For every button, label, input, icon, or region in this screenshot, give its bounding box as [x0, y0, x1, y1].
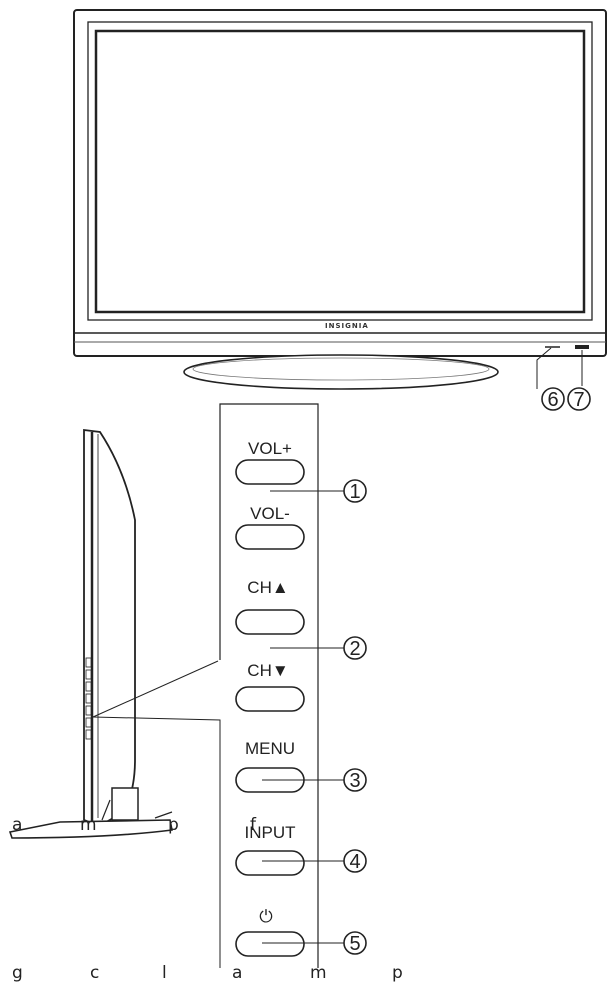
- side-button: [85, 669, 92, 680]
- ch-down-label: CH▼: [247, 661, 288, 680]
- panel-outline: [219, 403, 319, 968]
- stray-letter: a: [232, 963, 242, 983]
- stand-base-inner: [192, 357, 490, 381]
- ch-up-label: CH▲: [247, 578, 288, 597]
- stray-letter: m: [310, 963, 327, 983]
- callout-5-circle: [343, 931, 367, 955]
- tv-screen: [94, 29, 586, 314]
- leader-6: [536, 347, 552, 389]
- stray-letter: f: [250, 815, 257, 835]
- input-button[interactable]: [235, 850, 305, 876]
- stand-base: [183, 354, 499, 390]
- callouts: 1 2 3 4 5: [262, 479, 367, 955]
- callout-3-circle: [343, 768, 367, 792]
- side-neck: [111, 787, 139, 821]
- callout-6-number: 6: [547, 389, 558, 411]
- side-neck-link: [101, 799, 111, 821]
- side-base-line: [154, 811, 173, 819]
- callout-5-number: 5: [349, 933, 360, 955]
- vol-up-label: VOL+: [248, 439, 292, 458]
- power-icon: ⏻: [259, 907, 273, 926]
- brand-logo: INSIGNIA: [325, 322, 369, 330]
- stray-letter: m: [80, 815, 97, 835]
- side-button: [85, 717, 92, 728]
- stray-letter: p: [392, 963, 403, 983]
- ch-up-button[interactable]: [235, 609, 305, 635]
- stray-letter: p: [168, 815, 179, 835]
- menu-label: MENU: [245, 739, 295, 758]
- side-button: [85, 681, 92, 692]
- side-button-strip: [85, 657, 92, 740]
- vol-up-button[interactable]: [235, 459, 305, 485]
- side-button: [85, 693, 92, 704]
- stray-letters: a m p f g c l a m p: [12, 815, 403, 983]
- stray-letter: c: [90, 963, 99, 983]
- side-button: [85, 705, 92, 716]
- callout-7-circle: [567, 387, 591, 411]
- tv-side-view: [8, 428, 221, 968]
- ch-down-button[interactable]: [235, 686, 305, 712]
- stray-letter: l: [162, 963, 167, 983]
- side-button: [85, 657, 92, 668]
- callout-2-number: 2: [349, 638, 360, 660]
- callout-4-number: 4: [349, 851, 360, 873]
- callout-3-number: 3: [349, 770, 360, 792]
- callout-1-circle: [343, 479, 367, 503]
- tv-front-view: INSIGNIA 6 7: [73, 9, 607, 411]
- zoom-line-bottom: [92, 716, 221, 968]
- vol-down-button[interactable]: [235, 524, 305, 550]
- stray-letter: a: [12, 815, 22, 835]
- power-button[interactable]: [235, 931, 305, 957]
- callout-6-circle: [541, 387, 565, 411]
- zoom-line-top: [92, 660, 219, 718]
- callout-4-circle: [343, 849, 367, 873]
- button-panel: VOL+ VOL- CH▲ CH▼ MENU INPUT ⏻: [219, 403, 319, 968]
- callout-2-circle: [343, 636, 367, 660]
- callout-1-number: 1: [349, 481, 360, 503]
- input-label: INPUT: [245, 823, 296, 842]
- power-led: [575, 345, 589, 349]
- side-button: [85, 729, 92, 740]
- callout-7-number: 7: [573, 389, 584, 411]
- stray-letter: g: [12, 963, 23, 983]
- side-base: [8, 819, 173, 839]
- vol-down-label: VOL-: [250, 504, 290, 523]
